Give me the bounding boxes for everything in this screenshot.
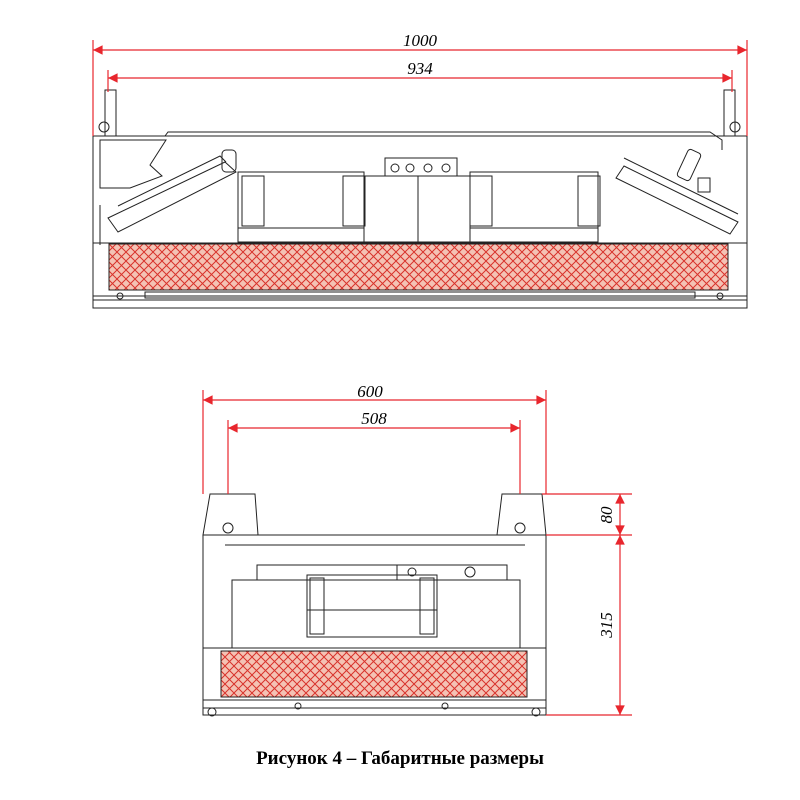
front-view-body-outline <box>202 534 547 716</box>
dimension-label-508: 508 <box>361 409 387 428</box>
dimension-label-80: 80 <box>597 506 616 524</box>
top-view-dimensions <box>92 40 748 136</box>
front-view-dimensions <box>202 390 632 716</box>
dimension-label-600: 600 <box>357 382 383 401</box>
front-view-drawing <box>202 493 547 717</box>
figure-caption: Рисунок 4 – Габаритные размеры <box>256 748 544 769</box>
front-view-left-bracket <box>202 493 259 536</box>
top-view-drawing <box>92 89 748 309</box>
top-view-filter <box>108 243 729 291</box>
top-view-left-bracket <box>104 89 117 137</box>
dimension-label-934: 934 <box>407 59 433 78</box>
dimension-label-1000: 1000 <box>403 31 438 50</box>
front-view-filter <box>220 650 528 698</box>
front-view-right-bracket <box>496 493 547 536</box>
dimension-label-315: 315 <box>597 612 616 639</box>
top-view-body-outline <box>92 135 748 309</box>
top-view-right-bracket <box>723 89 736 137</box>
